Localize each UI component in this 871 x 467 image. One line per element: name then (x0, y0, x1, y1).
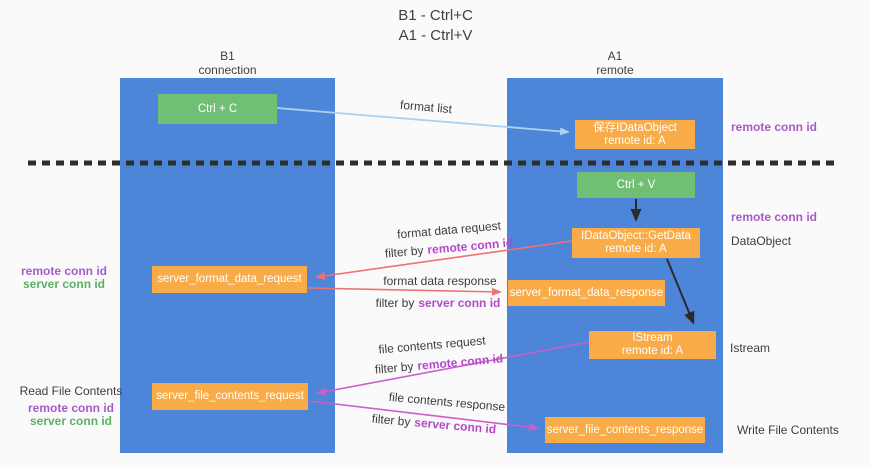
node-save-idataobject-line2: remote id: A (604, 134, 666, 147)
remote-conn-id-text: remote conn id (416, 351, 504, 373)
filter-by-text: filter by (374, 359, 415, 377)
node-idataobject-getdata-line1: IDataObject::GetData (581, 230, 691, 242)
read-file-contents-labels: Read File Contents remote conn id server… (16, 385, 126, 428)
label-filter-by-server-conn-id-2: filter by server conn id (371, 412, 496, 437)
server-conn-id-text: server conn id (413, 415, 497, 437)
label-filter-by-server-conn-id-1: filter by server conn id (376, 296, 501, 310)
node-server-file-contents-response-label: server_file_contents_response (546, 423, 704, 436)
lifeline-a1-role: remote (596, 63, 634, 77)
node-istream: IStream remote id: A (589, 331, 716, 359)
read-file-contents-label: Read File Contents (19, 384, 123, 398)
filter-by-text: filter by (371, 411, 412, 429)
remote-conn-id-text: remote conn id (426, 235, 514, 257)
node-server-file-contents-request-label: server_file_contents_request (156, 390, 304, 402)
node-idataobject-getdata: IDataObject::GetData remote id: A (572, 228, 700, 258)
istream-label: Istream (730, 341, 771, 355)
lifeline-header-a1: A1 remote (507, 49, 723, 77)
bottom-remote-conn-id: remote conn id (27, 401, 114, 415)
diagram-title: B1 - Ctrl+C A1 - Ctrl+V (0, 6, 871, 46)
right-top-remote-conn-id: remote conn id (731, 120, 818, 134)
dataobject-label: DataObject (731, 234, 792, 248)
node-server-format-data-response-label: server_format_data_response (509, 286, 664, 299)
node-save-idataobject: 保存IDataObject remote id: A (575, 120, 695, 149)
node-server-format-data-request-label: server_format_data_request (157, 273, 302, 285)
left-conn-id-labels: remote conn id server conn id (14, 265, 114, 291)
node-server-format-data-request: server_format_data_request (152, 266, 307, 293)
bottom-server-conn-id: server conn id (29, 414, 113, 428)
node-istream-line2: remote id: A (621, 345, 684, 357)
label-format-data-response: format data response (383, 274, 496, 288)
node-idataobject-getdata-line2: remote id: A (605, 243, 667, 255)
lifeline-b1-role: connection (198, 63, 257, 77)
label-format-data-response-text: format data response (383, 274, 497, 288)
diagram-title-line2: A1 - Ctrl+V (398, 27, 473, 44)
label-file-contents-response-text: file contents response (388, 389, 506, 415)
right-mid-remote-conn-id: remote conn id (731, 210, 818, 224)
node-ctrl-c: Ctrl + C (158, 94, 277, 124)
label-file-contents-request: file contents request (378, 333, 486, 356)
left-server-conn-id: server conn id (22, 277, 106, 291)
label-file-contents-request-text: file contents request (377, 333, 487, 357)
left-remote-conn-id: remote conn id (20, 264, 107, 278)
lifeline-b1-name: B1 (220, 49, 235, 63)
diagram-title-line1: B1 - Ctrl+C (398, 7, 473, 24)
server-conn-id-text: server conn id (418, 296, 501, 310)
label-format-list-text: format list (399, 97, 453, 117)
label-file-contents-response: file contents response (388, 390, 506, 414)
write-file-contents-label: Write File Contents (737, 423, 839, 437)
node-save-idataobject-line1: 保存IDataObject (593, 121, 677, 134)
node-ctrl-v-label: Ctrl + V (616, 178, 656, 191)
filter-by-text: filter by (375, 296, 415, 310)
node-server-file-contents-request: server_file_contents_request (152, 383, 308, 410)
node-ctrl-v: Ctrl + V (577, 172, 695, 198)
node-ctrl-c-label: Ctrl + C (197, 102, 238, 115)
arrow-format-data-response (307, 287, 502, 296)
filter-by-text: filter by (384, 243, 425, 261)
node-server-format-data-response: server_format_data_response (508, 280, 665, 306)
lifeline-a1-name: A1 (607, 49, 623, 63)
lifeline-header-b1: B1 connection (120, 49, 335, 77)
node-server-file-contents-response: server_file_contents_response (545, 417, 705, 443)
node-istream-line1: IStream (632, 332, 673, 344)
label-format-list: format list (399, 98, 452, 116)
